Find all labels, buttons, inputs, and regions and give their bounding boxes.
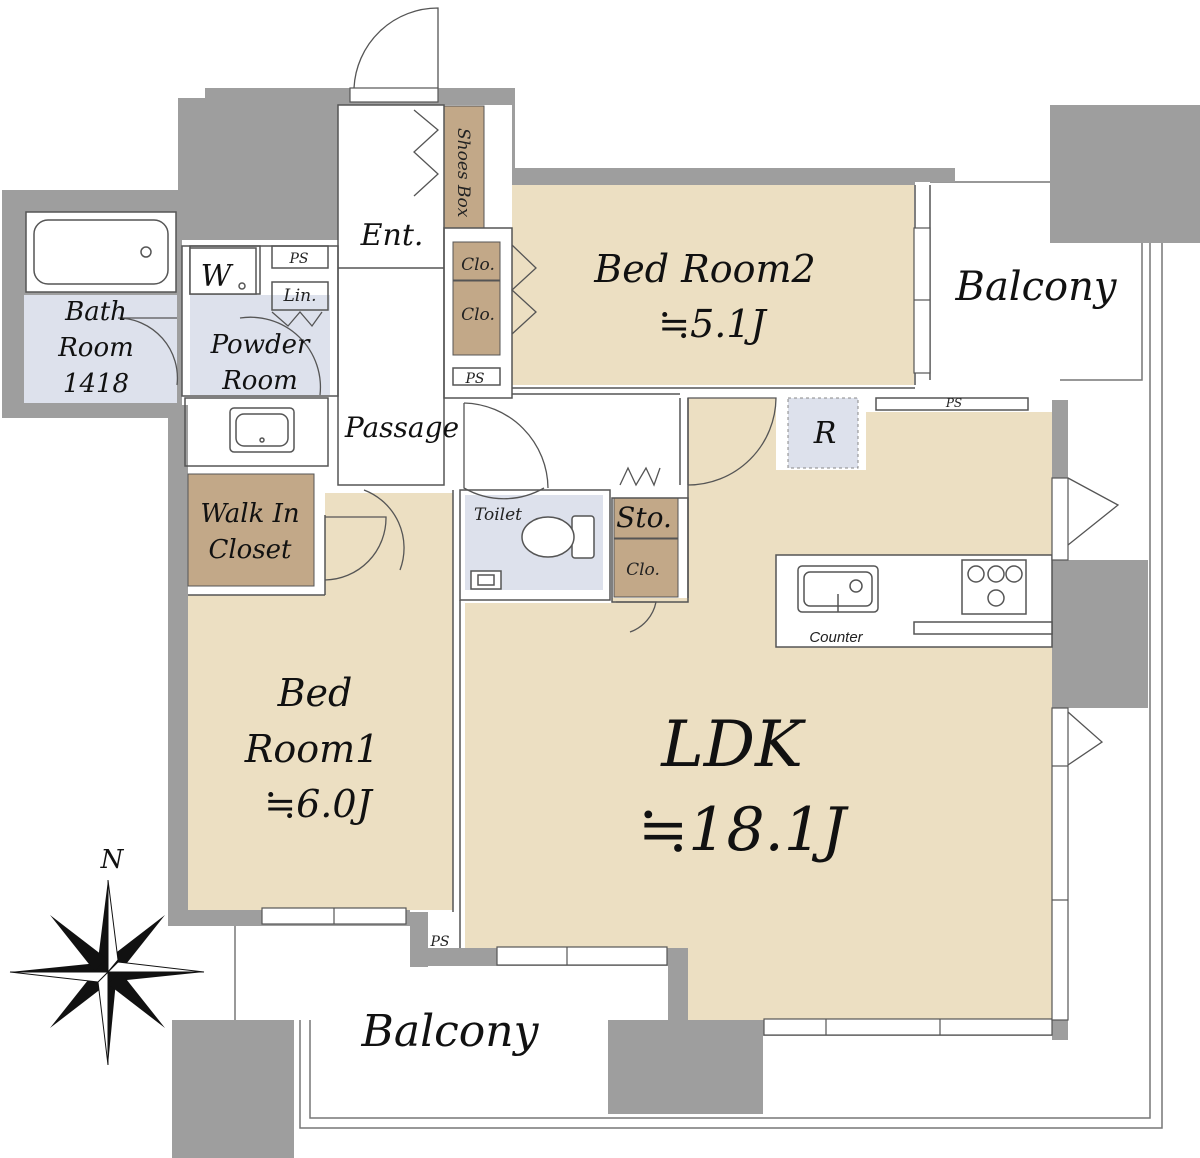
shoes-box	[443, 105, 485, 229]
bedroom1-floor	[188, 595, 453, 910]
bedroom2-name: Bed Room2	[593, 247, 815, 291]
closet-label-storage: Clo.	[626, 560, 660, 580]
entrance-label: Ent.	[360, 218, 424, 253]
sink-icon	[229, 407, 879, 613]
closet-label-lower: Clo.	[461, 305, 495, 325]
ps-label-bath: PS	[288, 251, 308, 267]
washer-label: W	[201, 259, 234, 294]
compass-north-label: N	[100, 845, 125, 875]
compass-rose-icon: N	[9, 845, 205, 1066]
closet-label-upper: Clo.	[461, 255, 495, 275]
washer-icon	[189, 247, 257, 295]
bath-floor	[24, 295, 177, 403]
passage-label: Passage	[344, 411, 459, 444]
shoes-box-label: Shoes Box	[453, 128, 473, 218]
refrigerator-space	[787, 397, 859, 469]
walk-in-label: Walk In	[200, 499, 299, 529]
storage-label: Sto.	[616, 501, 672, 534]
bedroom1-name-line2: Room1	[244, 727, 380, 771]
bath-label: Bath	[64, 297, 127, 327]
storage-box	[613, 497, 679, 539]
balcony-south-label: Balcony	[361, 1006, 540, 1057]
counter-label: Counter	[809, 629, 863, 646]
bathtub-icon	[25, 211, 177, 293]
door-swing-icon	[117, 7, 1120, 766]
bath-size-label: 1418	[63, 369, 129, 399]
stove-icon	[913, 559, 1053, 635]
closet-label: Closet	[208, 535, 292, 565]
bedroom2-size: ≒5.1J	[658, 302, 767, 346]
bedroom1-size: ≒6.0J	[264, 782, 373, 826]
balcony-east-label: Balcony	[955, 264, 1118, 310]
ldk-floor	[465, 398, 1052, 1020]
linen-label: Lin.	[282, 286, 316, 306]
bath-room-label: Room	[57, 333, 134, 363]
powder-room-label: Room	[221, 366, 298, 396]
ps-label-bedroom1: PS	[429, 934, 449, 950]
refrigerator-label: R	[813, 416, 837, 451]
toilet-icon	[521, 515, 595, 559]
closet-lower	[452, 280, 501, 356]
windows	[261, 87, 1069, 1036]
closet-upper	[452, 241, 501, 281]
ps-label-ldk: PS	[945, 396, 962, 410]
toilet-label: Toilet	[474, 505, 522, 525]
powder-label: Powder	[210, 330, 311, 360]
bedroom1-name-line1: Bed	[277, 671, 353, 715]
ldk-size: ≒18.1J	[638, 795, 849, 865]
room-labels: Bath Room 1418 W PS Lin. Powder Room Wal…	[57, 128, 1118, 1057]
ps-label-entrance: PS	[464, 371, 484, 387]
closet-small	[613, 538, 679, 598]
walk-in-closet-floor	[187, 473, 315, 587]
room-fills	[24, 105, 1052, 1020]
ldk-name: LDK	[660, 708, 806, 782]
bedroom2-floor	[512, 185, 914, 385]
